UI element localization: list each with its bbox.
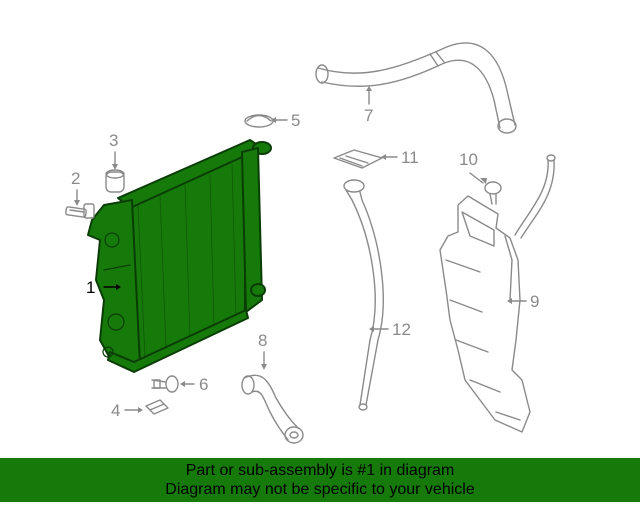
radiator-part[interactable]: [87, 139, 272, 373]
arrow-12: [369, 326, 374, 332]
lower-hose-part[interactable]: [241, 374, 304, 444]
coolant-reservoir-part[interactable]: [439, 154, 556, 433]
banner-line-1: Part or sub-assembly is #1 in diagram: [185, 462, 455, 479]
callout-6: 6: [199, 375, 209, 394]
callout-9: 9: [530, 292, 540, 311]
callout-11: 11: [401, 148, 419, 167]
clip-part[interactable]: [145, 399, 169, 415]
banner-line-2: Diagram may not be specific to your vehi…: [165, 481, 475, 498]
arrow-11: [381, 154, 386, 160]
arrow-9: [507, 298, 512, 304]
cap-part[interactable]: [244, 114, 274, 128]
arrow-8: [261, 364, 267, 370]
arrow-1: [116, 284, 121, 290]
isolator-part[interactable]: [105, 169, 125, 193]
reservoir-cap-part[interactable]: [333, 149, 383, 169]
fill-tube-part[interactable]: [343, 179, 384, 411]
arrow-6: [180, 381, 185, 387]
push-pin-part[interactable]: [151, 375, 179, 393]
callout-8: 8: [258, 331, 268, 350]
callout-2: 2: [71, 169, 81, 188]
upper-hose-part[interactable]: [315, 42, 517, 134]
callout-7: 7: [364, 106, 374, 125]
callout-1: 1: [86, 278, 96, 297]
arrow-3: [112, 164, 118, 170]
info-banner: Part or sub-assembly is #1 in diagram Di…: [0, 458, 640, 502]
leader-10: [469, 172, 484, 184]
screw-part[interactable]: [484, 181, 502, 205]
arrow-5: [271, 117, 276, 123]
bolt-part[interactable]: [65, 203, 95, 219]
callout-3: 3: [109, 131, 119, 150]
arrow-7: [366, 86, 372, 91]
callout-5: 5: [291, 111, 301, 130]
callout-12: 12: [392, 320, 411, 339]
callout-4: 4: [111, 401, 121, 420]
arrow-10: [480, 178, 487, 184]
cooling-parts-diagram: [65, 42, 556, 444]
callout-10: 10: [459, 150, 478, 169]
arrow-2: [74, 200, 80, 206]
arrow-4: [138, 407, 143, 413]
